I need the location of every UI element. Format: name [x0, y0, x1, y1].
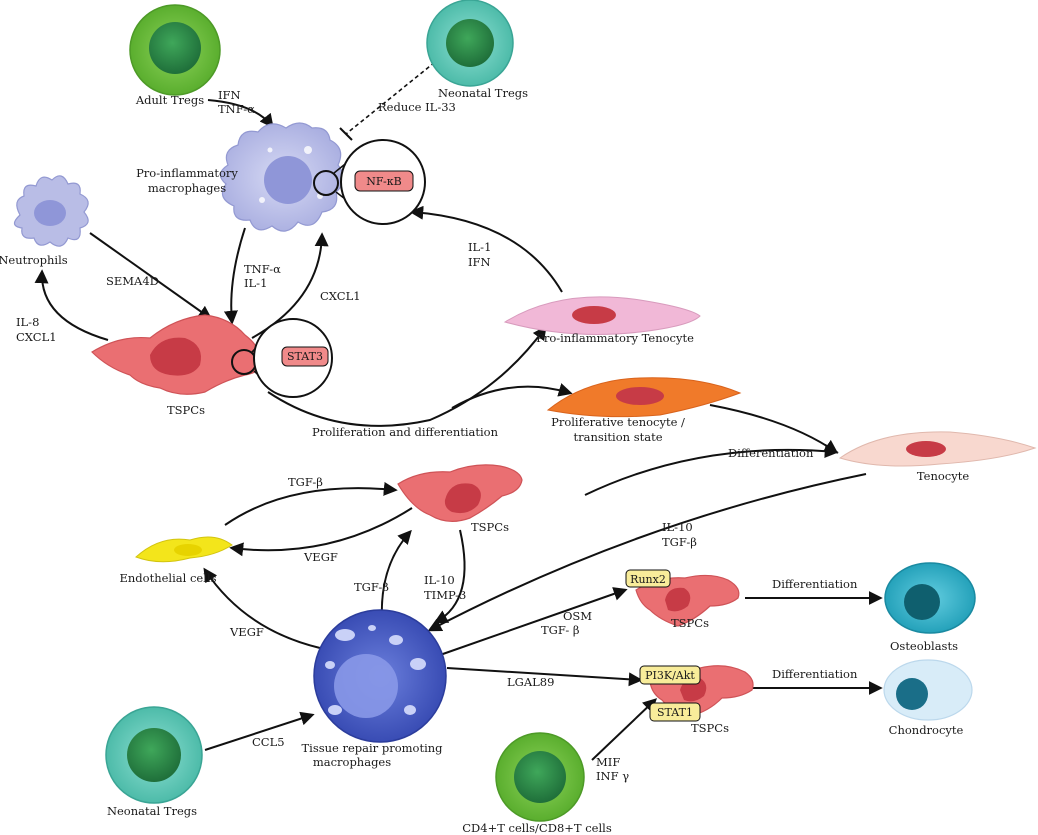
proliferative-tenocyte-label-1: Proliferative tenocyte /	[551, 415, 685, 429]
arrow-repair-macrophage-to-endothelial	[203, 567, 321, 649]
proinflammatory-tenocyte-cell: Pro-inflammatory Tenocyte	[503, 296, 701, 345]
neonatal-tregs-top-cell: Neonatal Tregs	[426, 0, 528, 100]
signal-cxcl1-2: CXCL1	[16, 330, 57, 344]
arrow-prolif-to-tenocyte	[709, 404, 839, 454]
signal-differentiation-chondro: Differentiation	[772, 667, 858, 681]
svg-text:NF-κB: NF-κB	[366, 175, 401, 188]
signal-ifn: IFN	[218, 88, 241, 102]
arrow-repair-macrophage-to-pi3k	[446, 667, 643, 687]
signal-cxcl1: CXCL1	[320, 289, 361, 303]
tspcs-pi3k-label: TSPCs	[691, 721, 729, 735]
signal-differentiation-osteo: Differentiation	[772, 577, 858, 591]
arrow-tspcs-mid-to-tenocyte	[584, 444, 839, 496]
arrow-tspcs-to-endothelial	[229, 507, 413, 557]
arrow-tenocyte-to-macrophage	[409, 205, 563, 293]
arrow-adult-tregs-to-macrophage	[207, 99, 274, 129]
neutrophils-label: Neutrophils	[0, 253, 68, 267]
svg-text:STAT3: STAT3	[287, 350, 323, 363]
endothelial-cell: Endothelial cells	[120, 536, 233, 585]
tspcs-main-cell: TSPCs	[91, 314, 333, 417]
inhibit-bar	[339, 127, 353, 141]
arrow-tspcs-to-neutrophil	[34, 269, 109, 341]
signal-tnf-alpha-2: TNF-α	[244, 262, 281, 276]
adult-tregs-label: Adult Tregs	[135, 93, 204, 107]
arrow-tenocyte-to-repair-macrophage	[427, 473, 867, 632]
tissue-repair-macrophage-cell: Tissue repair promoting macrophages	[301, 609, 447, 769]
proliferative-tenocyte-label-2: transition state	[573, 430, 662, 444]
tspcs-main-label: TSPCs	[167, 403, 205, 417]
signal-il8: IL-8	[16, 315, 39, 329]
signal-il1: IL-1	[468, 240, 491, 254]
signal-differentiation-top: Differentiation	[728, 446, 814, 460]
signal-mif: MIF	[596, 755, 620, 769]
neonatal-tregs-bottom-label: Neonatal Tregs	[107, 804, 197, 818]
chondrocyte-label: Chondrocyte	[889, 723, 964, 737]
signal-osm: OSM	[563, 609, 592, 623]
proliferative-tenocyte-cell: Proliferative tenocyte / transition stat…	[546, 377, 742, 444]
neonatal-tregs-bottom-cell: Neonatal Tregs	[105, 706, 203, 818]
neutrophil-cell: Neutrophils	[0, 175, 89, 267]
signal-vegf-mid: VEGF	[303, 550, 338, 564]
tspcs-mid-cell: TSPCs	[397, 464, 523, 534]
runx2-marker: Runx2	[625, 569, 671, 588]
inhibit-neonatal-tregs-to-macrophage	[345, 57, 441, 135]
neonatal-tregs-top-label: Neonatal Tregs	[438, 86, 528, 100]
tspcs-mid-label: TSPCs	[471, 520, 509, 534]
stat1-marker: STAT1	[649, 702, 701, 722]
tissue-repair-label-2: macrophages	[313, 755, 391, 769]
signal-tgfb-3: TGF- β	[541, 623, 580, 637]
svg-text:Runx2: Runx2	[630, 573, 666, 586]
signal-il10-2: IL-10	[424, 573, 455, 587]
signal-infg: INF γ	[596, 769, 629, 783]
arrow-neutrophil-to-tspcs	[89, 232, 213, 320]
proinflammatory-tenocyte-label: Pro-inflammatory Tenocyte	[536, 331, 694, 345]
signal-prolif-diff: Proliferation and differentiation	[312, 425, 499, 439]
arrow-neonatal-tregs-to-repair-macrophage	[204, 711, 315, 751]
svg-text:PI3K/Akt: PI3K/Akt	[645, 669, 695, 682]
osteoblast-cell: Osteoblasts	[884, 562, 976, 653]
tspcs-runx2-label: TSPCs	[671, 616, 709, 630]
cd4-cd8-label: CD4+T cells/CD8+T cells	[462, 821, 612, 835]
chondrocyte-cell: Chondrocyte	[883, 659, 973, 737]
signal-tgfb-2: TGF-β	[662, 535, 697, 549]
signal-il1-2: IL-1	[244, 276, 267, 290]
adult-tregs-cell: Adult Tregs	[129, 4, 221, 107]
tissue-repair-label-1: Tissue repair promoting	[301, 741, 443, 755]
signal-timp3: TIMP-3	[424, 588, 466, 602]
proinflammatory-macrophages-label-1: Pro-inflammatory	[136, 166, 238, 180]
nfkb-marker: NF-κB	[354, 170, 414, 192]
cd4-cd8-cell: CD4+T cells/CD8+T cells	[462, 732, 612, 835]
stat3-marker: STAT3	[281, 346, 329, 367]
signal-ccl5: CCL5	[252, 735, 285, 749]
signal-vegf-low: VEGF	[229, 625, 264, 639]
arrow-cd4-cd8-to-stat1	[591, 698, 658, 761]
osteoblasts-label: Osteoblasts	[890, 639, 958, 653]
arrows	[34, 57, 883, 761]
signal-labels: IFN TNF-α Reduce IL-33 IL-1 IFN SEMA4D T…	[16, 88, 858, 783]
signal-il10: IL-10	[662, 520, 693, 534]
signal-tgfb-top: TGF-β	[288, 475, 323, 489]
arrow-tspcs-to-prolif-tenocyte	[451, 383, 573, 409]
proinflammatory-macrophages-label-2: macrophages	[148, 181, 226, 195]
signal-reduce-il33: Reduce IL-33	[378, 100, 456, 114]
signal-lgal89: LGAL89	[507, 675, 554, 689]
signal-tnf-alpha: TNF-α	[218, 102, 255, 116]
pi3k-akt-marker: PI3K/Akt	[639, 665, 701, 685]
signal-sema4d: SEMA4D	[106, 274, 159, 288]
signal-ifn-2: IFN	[468, 255, 491, 269]
tspcs-runx2-cell: TSPCs	[635, 574, 740, 630]
tenocyte-label: Tenocyte	[917, 469, 969, 483]
svg-text:STAT1: STAT1	[657, 706, 693, 719]
arrow-endothelial-to-tspcs	[224, 481, 398, 526]
tenocyte-cell: Tenocyte	[838, 431, 1037, 483]
arrow-tspcs-to-proinflam-tenocyte	[267, 325, 547, 427]
signal-tgfb-left: TGF-β	[354, 580, 389, 594]
endothelial-label: Endothelial cells	[120, 571, 217, 585]
arrow-tspcs-to-repair-macrophage	[433, 529, 466, 624]
arrow-repair-macrophage-to-runx2	[439, 587, 628, 656]
arrow-macrophage-to-tspcs	[223, 227, 246, 325]
